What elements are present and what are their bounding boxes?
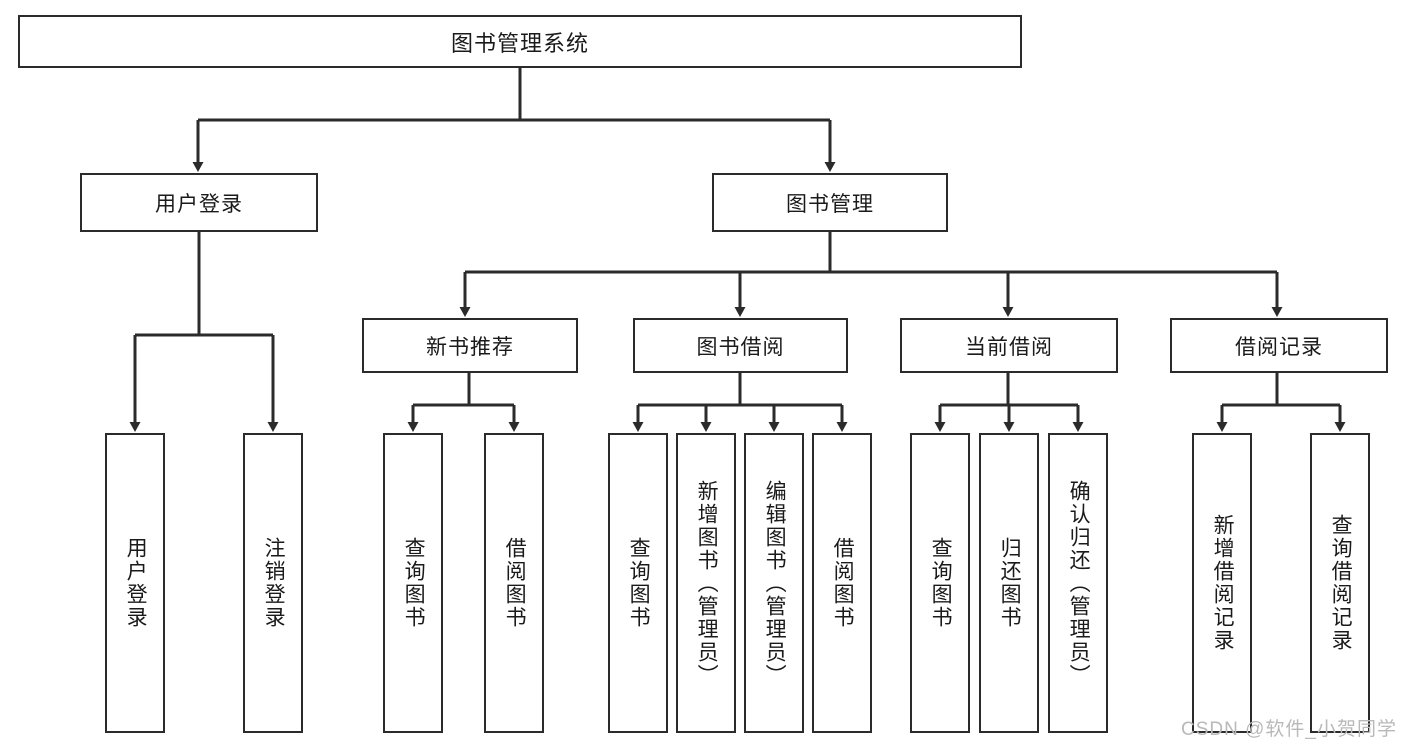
leaf-query-book-current[interactable]: 查询图书 bbox=[910, 433, 970, 733]
node-borrow-records[interactable]: 借阅记录 bbox=[1170, 318, 1388, 373]
leaf-borrow-book-newbook-label: 借阅图书 bbox=[503, 537, 527, 629]
node-user-login[interactable]: 用户登录 bbox=[80, 173, 318, 232]
leaf-edit-book-admin[interactable]: 编辑图书（管理员） bbox=[744, 433, 804, 733]
node-book-borrow-label: 图书借阅 bbox=[696, 335, 785, 359]
node-new-book-recommend[interactable]: 新书推荐 bbox=[362, 318, 578, 373]
leaf-add-book-admin-label: 新增图书（管理员） bbox=[695, 479, 719, 687]
leaf-return-book-label: 归还图书 bbox=[998, 537, 1022, 629]
node-root-label: 图书管理系统 bbox=[450, 30, 589, 56]
leaf-add-borrow-record[interactable]: 新增借阅记录 bbox=[1192, 433, 1252, 733]
leaf-query-book-newbook-label: 查询图书 bbox=[402, 537, 426, 629]
leaf-user-login[interactable]: 用户登录 bbox=[105, 433, 165, 733]
leaf-add-borrow-record-label: 新增借阅记录 bbox=[1211, 514, 1235, 652]
leaf-logout-label: 注销登录 bbox=[262, 537, 286, 629]
watermark-text: CSDN @软件_小贺同学 bbox=[1181, 719, 1397, 740]
leaf-edit-book-admin-label: 编辑图书（管理员） bbox=[763, 479, 787, 687]
node-current-borrow-label: 当前借阅 bbox=[965, 335, 1053, 359]
leaf-add-book-admin[interactable]: 新增图书（管理员） bbox=[676, 433, 736, 733]
node-book-management-label: 图书管理 bbox=[786, 192, 874, 216]
leaf-user-login-label: 用户登录 bbox=[124, 537, 148, 629]
leaf-borrow-book-newbook[interactable]: 借阅图书 bbox=[484, 433, 544, 733]
leaf-query-borrow-record-label: 查询借阅记录 bbox=[1329, 514, 1353, 652]
leaf-return-book[interactable]: 归还图书 bbox=[979, 433, 1039, 733]
node-borrow-records-label: 借阅记录 bbox=[1235, 335, 1323, 359]
leaf-query-book-newbook[interactable]: 查询图书 bbox=[383, 433, 443, 733]
node-book-management[interactable]: 图书管理 bbox=[712, 173, 948, 232]
node-current-borrow[interactable]: 当前借阅 bbox=[900, 318, 1118, 373]
leaf-confirm-return-admin-label: 确认归还（管理员） bbox=[1067, 479, 1091, 687]
node-user-login-label: 用户登录 bbox=[155, 192, 243, 216]
leaf-query-book-borrow-label: 查询图书 bbox=[627, 537, 651, 629]
leaf-query-book-current-label: 查询图书 bbox=[929, 537, 953, 629]
leaf-logout[interactable]: 注销登录 bbox=[243, 433, 303, 733]
leaf-query-book-borrow[interactable]: 查询图书 bbox=[608, 433, 668, 733]
leaf-confirm-return-admin[interactable]: 确认归还（管理员） bbox=[1048, 433, 1108, 733]
leaf-borrow-book[interactable]: 借阅图书 bbox=[812, 433, 872, 733]
node-new-book-recommend-label: 新书推荐 bbox=[426, 335, 514, 359]
leaf-borrow-book-label: 借阅图书 bbox=[831, 537, 855, 629]
leaf-query-borrow-record[interactable]: 查询借阅记录 bbox=[1310, 433, 1370, 733]
node-book-borrow[interactable]: 图书借阅 bbox=[633, 318, 848, 373]
node-root[interactable]: 图书管理系统 bbox=[18, 15, 1022, 68]
